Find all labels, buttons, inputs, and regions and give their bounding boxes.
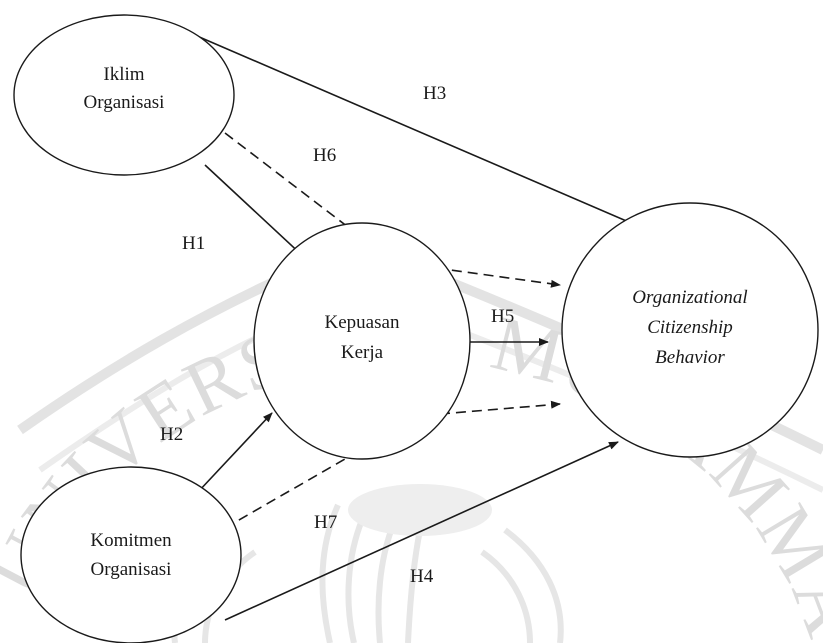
- label-h4: H4: [410, 566, 434, 587]
- dashed-arrow-h7: [439, 400, 561, 415]
- label-h6: H6: [313, 145, 336, 166]
- label-h3: H3: [423, 83, 446, 104]
- hypothesis-labels: H1 H2 H3 H4 H5 H6 H7: [160, 83, 514, 587]
- arrow-h4: [224, 441, 619, 621]
- node-komitmen-line-1: Komitmen: [90, 530, 172, 551]
- node-iklim-line-1: Iklim: [103, 64, 144, 85]
- node-ocb-line-2: Citizenship: [647, 317, 733, 338]
- node-kepuasan-kerja: Kepuasan Kerja: [253, 222, 471, 460]
- node-kepuasan-line-1: Kepuasan: [325, 312, 400, 333]
- label-h7: H7: [314, 512, 337, 533]
- connectors: [196, 35, 639, 621]
- node-kepuasan-line-2: Kerja: [341, 342, 384, 363]
- node-komitmen-line-2: Organisasi: [91, 559, 172, 580]
- arrow-h2: [197, 412, 273, 493]
- node-organizational-citizenship-behavior: Organizational Citizenship Behavior: [561, 202, 819, 458]
- label-h5: H5: [491, 306, 514, 327]
- node-iklim-line-2: Organisasi: [84, 92, 165, 113]
- dashed-h6: [224, 132, 366, 241]
- node-komitmen-organisasi: Komitmen Organisasi: [20, 466, 242, 643]
- arrow-h3: [196, 35, 639, 227]
- label-h2: H2: [160, 424, 183, 445]
- label-h1: H1: [182, 233, 205, 254]
- node-ocb-line-3: Behavior: [655, 347, 725, 368]
- node-ocb-line-1: Organizational: [632, 287, 747, 308]
- arrow-h1: [204, 164, 306, 259]
- dashed-h7: [224, 454, 353, 529]
- node-iklim-organisasi: Iklim Organisasi: [13, 14, 235, 176]
- dashed-arrow-h6: [435, 267, 561, 288]
